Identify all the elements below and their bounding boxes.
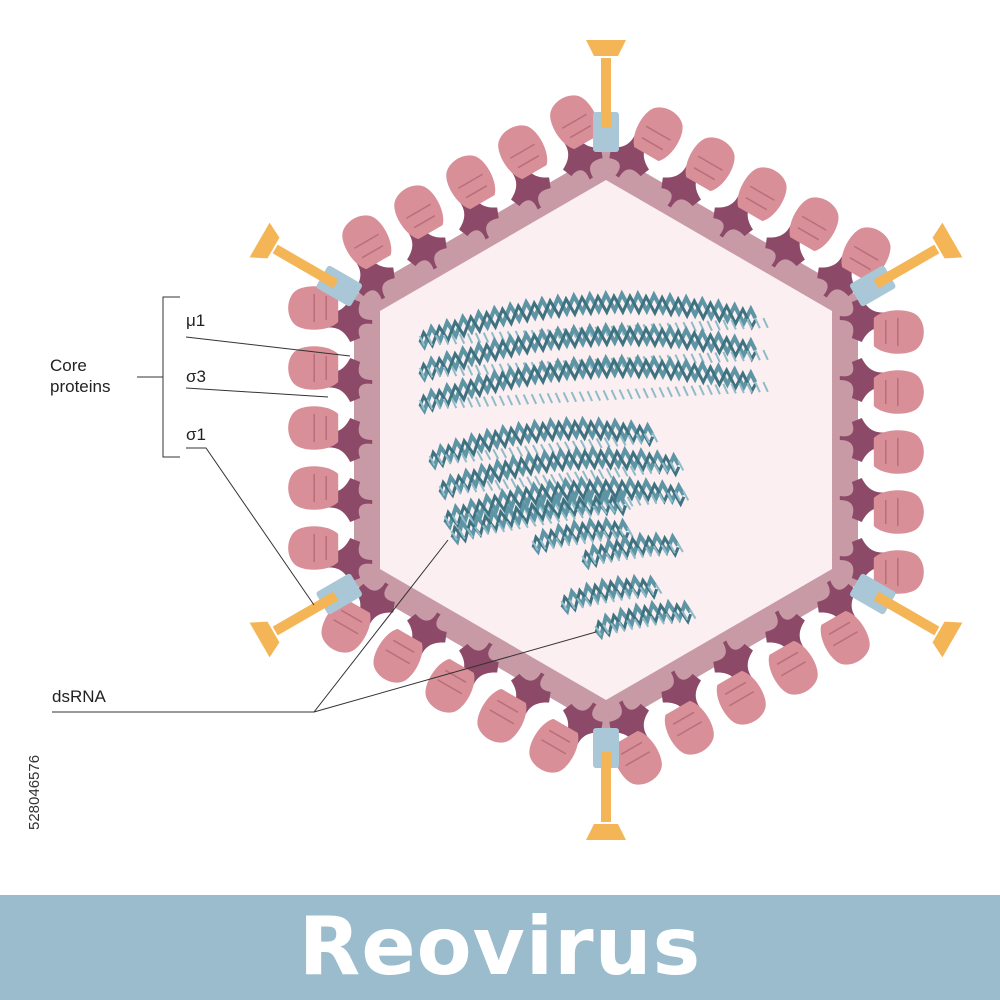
mu1-leader: [185, 336, 351, 357]
sigma1-spikes: [249, 40, 963, 840]
core-protein-unit: [839, 538, 888, 582]
sigma3-capsomer: [873, 309, 925, 355]
sigma3-leader: [185, 387, 329, 398]
sigma3-capsomer: [657, 696, 723, 763]
dsrna-segments: [418, 289, 769, 641]
sigma1-leader: [186, 447, 315, 606]
sigma3-capsomer: [333, 207, 399, 274]
sigma3-capsomer: [813, 606, 879, 673]
sigma3-capsomer: [287, 465, 339, 511]
dsrna-label: dsRNA: [52, 687, 107, 706]
sigma1-spike: [249, 573, 362, 658]
sigma1-label: σ1: [186, 425, 206, 444]
sigma3-capsomer: [287, 405, 339, 451]
dsrna-strand: [418, 353, 769, 415]
sigma3-capsomer: [489, 117, 555, 184]
core-protein-unit: [324, 418, 373, 462]
core-proteins-bracket: [162, 296, 180, 458]
sigma1-spike: [586, 40, 626, 152]
core-protein-unit: [839, 418, 888, 462]
core-protein-unit: [324, 478, 373, 522]
dsrna-strand: [531, 516, 634, 556]
sigma3-capsomer: [761, 636, 827, 703]
core-proteins-label: Core proteins: [50, 356, 110, 396]
sigma1-spike: [586, 728, 626, 840]
dsrna-strand: [450, 491, 632, 546]
diagram-title: Reovirus: [298, 900, 702, 993]
sigma3-capsomer: [873, 369, 925, 415]
annotation-layer: Core proteins μ1 σ3 σ1 dsRNA: [50, 296, 597, 713]
sigma3-capsomer: [709, 666, 775, 733]
sigma1-spike: [850, 222, 963, 307]
sigma3-capsomer: [385, 177, 451, 244]
sigma1-spike: [249, 222, 362, 307]
sigma3-label: σ3: [186, 367, 206, 386]
sigma3-capsomer: [287, 345, 339, 391]
title-banner: Reovirus: [0, 895, 1000, 1000]
dsrna-strand: [594, 598, 697, 641]
sigma1-spike: [850, 573, 963, 658]
dsrna-strand: [581, 531, 684, 571]
core-protein-unit: [839, 478, 888, 522]
sigma3-capsomer: [873, 489, 925, 535]
core-protein-unit: [324, 538, 373, 582]
stock-image-id: 528046576: [26, 754, 43, 830]
sigma3-capsomer: [287, 525, 339, 571]
core-proteins-label-line1: Core: [50, 356, 87, 375]
dsrna-leader: [52, 539, 597, 713]
sigma3-capsomer: [437, 147, 503, 214]
core-protein-unit: [324, 358, 373, 402]
core-protein-unit: [839, 298, 888, 342]
dsrna-strand: [560, 573, 663, 616]
core-protein-unit: [839, 358, 888, 402]
core-proteins-label-line2: proteins: [50, 377, 110, 396]
core-protein-unit: [324, 298, 373, 342]
dsrna-strand: [428, 415, 659, 471]
mu1-label: μ1: [186, 311, 205, 330]
sigma3-capsomer: [873, 429, 925, 475]
dsrna-strand: [438, 444, 685, 501]
